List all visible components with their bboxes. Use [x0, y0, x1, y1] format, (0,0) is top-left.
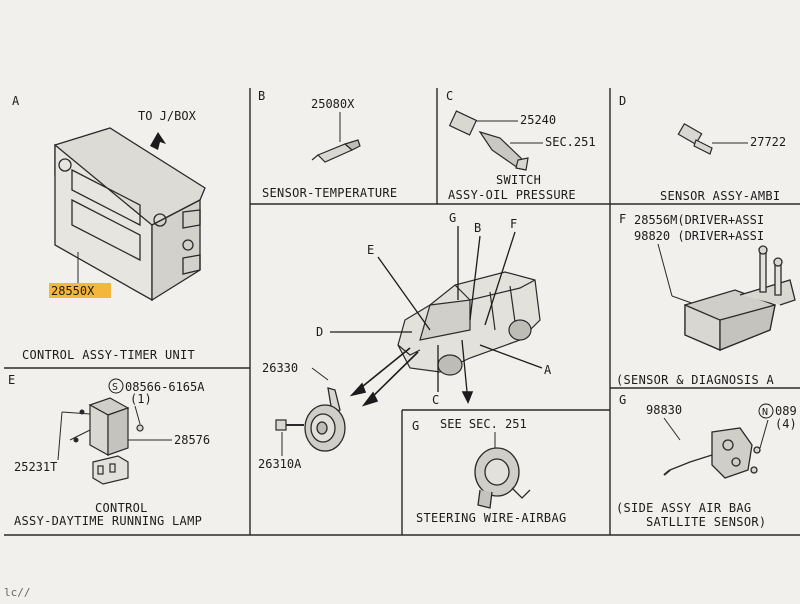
section-ref-see-251: SEE SEC. 251 — [440, 417, 527, 431]
panel-c-letter: C — [446, 89, 453, 103]
vehicle-illustration — [397, 271, 541, 376]
panel-b-caption: SENSOR-TEMPERATURE — [262, 186, 397, 200]
panel-c-caption-line2: ASSY-OIL PRESSURE — [448, 188, 576, 202]
panel-g-side-sensor: G 98830 N 089 (4) (SIDE ASSY AIR BAG SAT… — [616, 393, 797, 529]
callout-b: B — [474, 221, 481, 235]
panel-d-caption: SENSOR ASSY-AMBI — [660, 189, 780, 203]
panel-e-caption-line1: CONTROL — [95, 501, 148, 515]
panel-b: B 25080X SENSOR-TEMPERATURE — [258, 89, 397, 200]
part-number-27722: 27722 — [750, 135, 786, 149]
part-number-26330: 26330 — [262, 361, 298, 375]
vehicle-location-panel: G B F E D A C 26330 26310A — [258, 211, 552, 471]
part-number-25231t: 25231T — [14, 460, 57, 474]
panel-f-line1: 28556M(DRIVER+ASSI — [634, 213, 764, 227]
panel-c: C 25240 SEC.251 SWITCH ASSY-OIL PRESSURE — [446, 89, 596, 202]
side-airbag-sensor-illustration — [663, 427, 761, 479]
horn-illustration — [304, 387, 346, 452]
panel-d: D 27722 SENSOR ASSY-AMBI — [619, 94, 786, 203]
panel-g2-letter: G — [619, 393, 626, 407]
panel-g-steering: G SEE SEC. 251 STEERING WIRE-AIRBAG — [412, 417, 567, 525]
panel-d-letter: D — [619, 94, 626, 108]
to-jbox-label: TO J/BOX — [138, 109, 197, 123]
screw-symbol-icon — [108, 378, 124, 394]
panel-e-letter: E — [8, 373, 15, 387]
diagnosis-sensor-illustration — [684, 245, 796, 351]
daytime-lamp-relay-illustration — [88, 397, 144, 485]
panel-f: F 28556M(DRIVER+ASSI 98820 (DRIVER+ASSI … — [616, 212, 796, 387]
section-ref-251: SEC.251 — [545, 135, 596, 149]
part-number-28550x: 28550X — [51, 284, 95, 298]
part-number-28576: 28576 — [174, 433, 210, 447]
part-number-highlight — [49, 283, 111, 298]
callout-a: A — [544, 363, 552, 377]
callout-arrows — [349, 347, 474, 407]
to-jbox-arrow-icon — [150, 132, 166, 150]
part-number-25080x: 25080X — [311, 97, 355, 111]
callout-g: G — [449, 211, 456, 225]
panel-grid — [4, 88, 800, 536]
panel-g2-caption-line2: SATLLITE SENSOR) — [646, 515, 766, 529]
panel-b-letter: B — [258, 89, 265, 103]
panel-a-caption: CONTROL ASSY-TIMER UNIT — [22, 348, 195, 362]
callout-c: C — [432, 393, 439, 407]
panel-g2-caption-line1: (SIDE ASSY AIR BAG — [616, 501, 751, 515]
nut-symbol-icon — [758, 403, 774, 419]
horn-bolt-illustration — [275, 419, 304, 431]
part-number-25240: 25240 — [520, 113, 556, 127]
panel-c-caption-line1: SWITCH — [496, 173, 541, 187]
callout-e: E — [367, 243, 374, 257]
panel-e: E S 08566-6165A (1) 28576 25231T CONTROL… — [8, 373, 210, 528]
ambient-sensor-illustration — [677, 122, 713, 155]
nut-quantity: (4) — [775, 417, 797, 431]
panel-f-caption: (SENSOR & DIAGNOSIS A — [616, 373, 774, 387]
part-number-089: 089 — [775, 404, 797, 418]
corner-mark: lc// — [4, 586, 31, 599]
callout-leader-lines — [330, 226, 543, 403]
panel-e-caption-line2: ASSY-DAYTIME RUNNING LAMP — [14, 514, 202, 528]
steering-wire-airbag-illustration — [474, 447, 531, 509]
bolt-quantity: (1) — [130, 392, 152, 406]
part-number-98830: 98830 — [646, 403, 682, 417]
panel-a: A TO J/BOX 28550X CONTROL ASSY-TIMER UNI… — [12, 94, 206, 362]
timer-unit-illustration — [54, 127, 206, 302]
callout-d: D — [316, 325, 323, 339]
oil-pressure-switch-illustration — [448, 110, 529, 171]
panel-g1-letter: G — [412, 419, 419, 433]
panel-f-letter: F — [619, 212, 626, 226]
panel-g1-caption: STEERING WIRE-AIRBAG — [416, 511, 567, 525]
part-number-26310a: 26310A — [258, 457, 302, 471]
callout-f: F — [510, 217, 517, 231]
temperature-sensor-illustration — [311, 139, 361, 163]
bolt-prefix: S — [112, 382, 118, 393]
panel-a-letter: A — [12, 94, 20, 108]
part-number-08566-6165a: 08566-6165A — [125, 380, 205, 394]
nut-prefix: N — [762, 407, 768, 418]
panel-f-line2: 98820 (DRIVER+ASSI — [634, 229, 764, 243]
